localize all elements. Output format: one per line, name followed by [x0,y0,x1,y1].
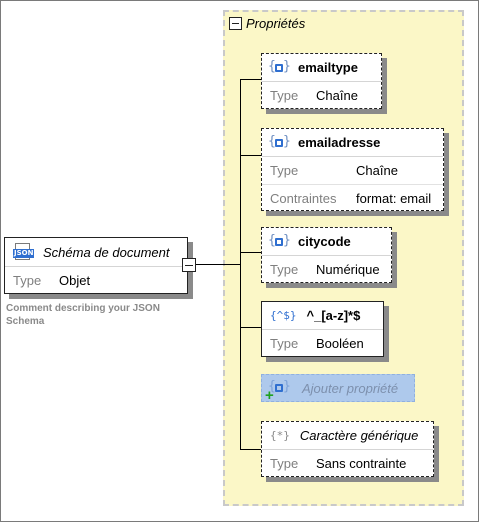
property-name: ^_[a-z]*$ [306,308,361,323]
property-node[interactable]: {} emailadresse Type Chaîne Contraintes … [261,128,444,211]
property-name: emailtype [298,60,358,75]
root-comment: Comment describing your JSON Schema [6,303,160,327]
property-name: emailadresse [298,135,381,150]
wildcard-property-node[interactable]: {*} Caractère générique Type Sans contra… [261,421,434,477]
type-value: Chaîne [356,163,398,178]
type-label: Type [270,336,299,351]
plus-icon: + [265,387,274,404]
object-property-icon: {} [268,232,291,248]
properties-header: Propriétés [229,14,305,32]
connector-root [196,264,240,265]
pattern-property-node[interactable]: {^$} ^_[a-z]*$ Type Booléen [261,301,384,357]
object-property-icon: {} [268,379,291,394]
wildcard-icon: {*} [270,429,290,442]
collapse-icon[interactable] [229,16,242,30]
type-label: Type [270,88,299,103]
connector-3 [240,252,262,253]
type-value: Booléen [316,336,364,351]
connector-2 [240,155,262,156]
root-node[interactable]: JSON Schéma de document Type Objet [4,237,188,294]
connector-trunk [240,79,241,449]
connector-5 [240,449,262,450]
root-title: Schéma de document [43,244,170,260]
add-property-button[interactable]: {} + Ajouter propriété [261,374,415,404]
type-value: Numérique [316,262,380,277]
type-label: Type [270,163,299,178]
property-node[interactable]: {} citycode Type Numérique [261,227,392,283]
constraints-value: format: email [356,190,432,206]
properties-title: Propriétés [246,15,306,31]
type-label: Type [270,262,299,277]
pattern-property-icon: {^$} [270,309,297,322]
property-name: citycode [298,234,351,249]
type-label: Type [270,456,299,471]
json-document-icon: JSON [13,243,35,261]
add-property-label: Ajouter propriété [302,380,399,396]
constraints-label: Contraintes [270,190,337,206]
root-type-label: Type [13,273,42,288]
property-node[interactable]: {} emailtype Type Chaîne [261,53,382,109]
type-value: Sans contrainte [316,456,407,471]
object-property-icon: {} [268,58,291,74]
root-type-value: Objet [59,273,91,288]
property-name: Caractère générique [299,428,419,443]
collapse-icon[interactable] [182,258,196,272]
connector-1 [240,79,262,80]
connector-4 [240,327,262,328]
object-property-icon: {} [268,133,291,149]
type-value: Chaîne [316,88,358,103]
